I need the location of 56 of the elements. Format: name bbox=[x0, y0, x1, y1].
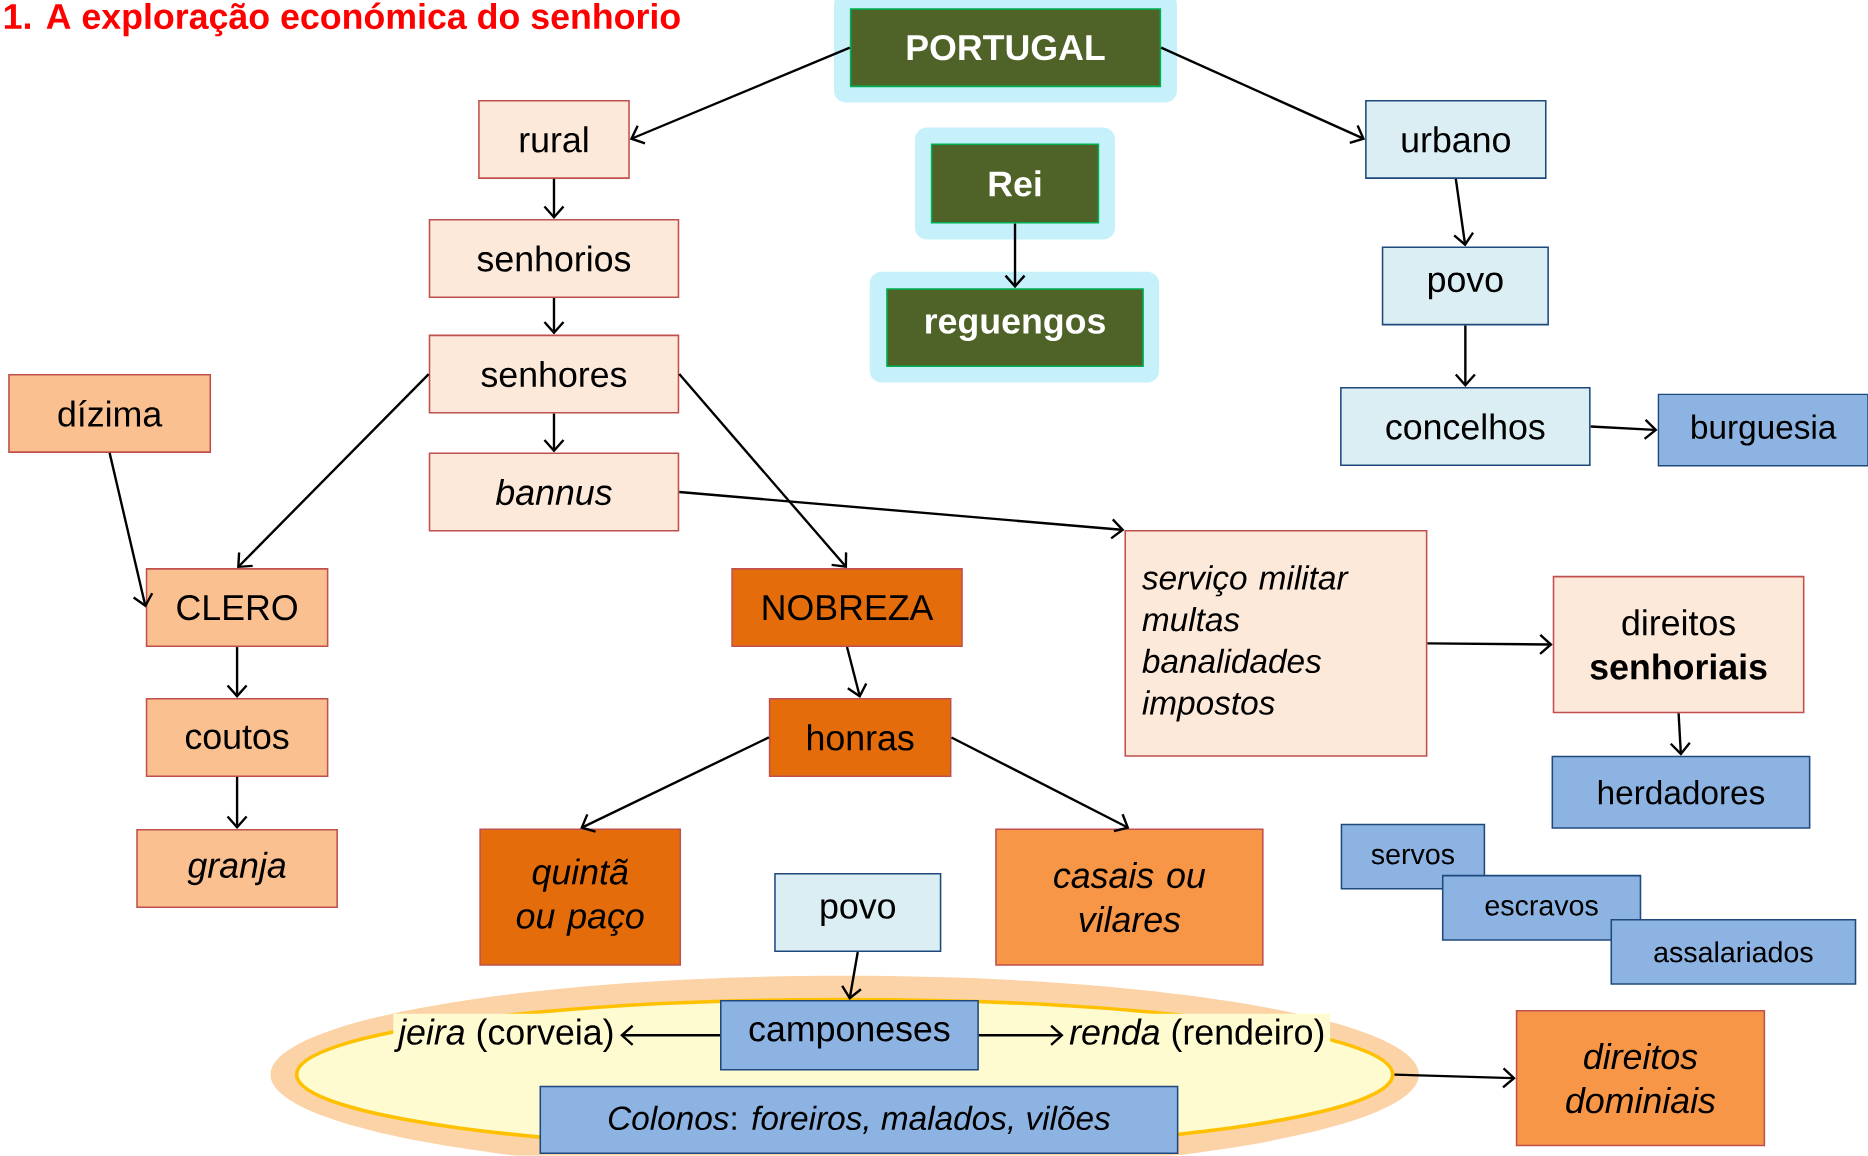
concept-box: CLERO bbox=[145, 568, 329, 648]
annotation-text: jeira (corveia) bbox=[393, 1014, 620, 1057]
concept-box: burguesia bbox=[1657, 393, 1868, 467]
concept-box: rural bbox=[478, 100, 630, 180]
title: 1. A exploração económica do senhorio bbox=[4, 2, 680, 37]
concept-box: Rei bbox=[914, 127, 1116, 240]
arrow bbox=[226, 777, 248, 830]
concept-box: PORTUGAL bbox=[833, 0, 1178, 103]
arrow bbox=[543, 413, 565, 453]
arrow bbox=[1004, 223, 1026, 289]
arrow bbox=[1160, 46, 1366, 145]
concept-box: camponeses bbox=[720, 1000, 979, 1071]
concept-box: Colonos: foreiros, malados, vilões bbox=[539, 1085, 1179, 1155]
concept-box: quintã ou paço bbox=[479, 828, 682, 966]
concept-box: casais ou vilares bbox=[995, 828, 1264, 966]
concept-box: reguengos bbox=[869, 271, 1160, 383]
concept-box: direitos senhoriais bbox=[1552, 576, 1805, 714]
concept-box: granja bbox=[136, 829, 338, 909]
arrow bbox=[678, 373, 848, 569]
concept-box: assalariados bbox=[1610, 919, 1857, 986]
arrow bbox=[950, 736, 1130, 833]
annotation-text: renda (rendeiro) bbox=[1064, 1014, 1331, 1057]
concept-box: escravos bbox=[1441, 875, 1642, 941]
arrow bbox=[679, 491, 1125, 540]
arrow bbox=[1454, 325, 1476, 388]
arrow bbox=[1453, 178, 1475, 247]
arrow bbox=[226, 647, 248, 699]
arrow bbox=[543, 298, 565, 335]
arrow bbox=[237, 373, 430, 569]
concept-box: coutos bbox=[145, 698, 329, 778]
concept-box: NOBREZA bbox=[731, 568, 963, 648]
arrow bbox=[1590, 419, 1658, 441]
concept-box: povo bbox=[1381, 246, 1549, 326]
arrow bbox=[978, 1025, 1064, 1046]
arrow bbox=[629, 46, 851, 145]
concept-box: herdadores bbox=[1551, 755, 1811, 829]
concept-box: serviço militar multas banalidades impostos bbox=[1124, 530, 1428, 757]
concept-box: dízima bbox=[8, 374, 212, 454]
concept-box: bannus bbox=[428, 452, 680, 532]
concept-box: direitos dominiais bbox=[1515, 1010, 1766, 1147]
concept-box: povo bbox=[774, 873, 942, 953]
concept-box: senhorios bbox=[428, 219, 680, 299]
concept-box: servos bbox=[1340, 823, 1486, 890]
arrow bbox=[108, 452, 154, 608]
arrow bbox=[845, 647, 868, 699]
arrow bbox=[1394, 1067, 1516, 1089]
concept-box: concelhos bbox=[1340, 387, 1591, 467]
arrow bbox=[580, 736, 770, 833]
arrow bbox=[620, 1025, 720, 1046]
arrow bbox=[543, 179, 565, 220]
concept-box: honras bbox=[768, 698, 952, 778]
arrow bbox=[1427, 634, 1553, 656]
concept-box: senhores bbox=[428, 334, 680, 414]
arrow bbox=[1669, 713, 1691, 756]
arrow bbox=[841, 952, 862, 1001]
concept-box: urbano bbox=[1365, 100, 1547, 180]
